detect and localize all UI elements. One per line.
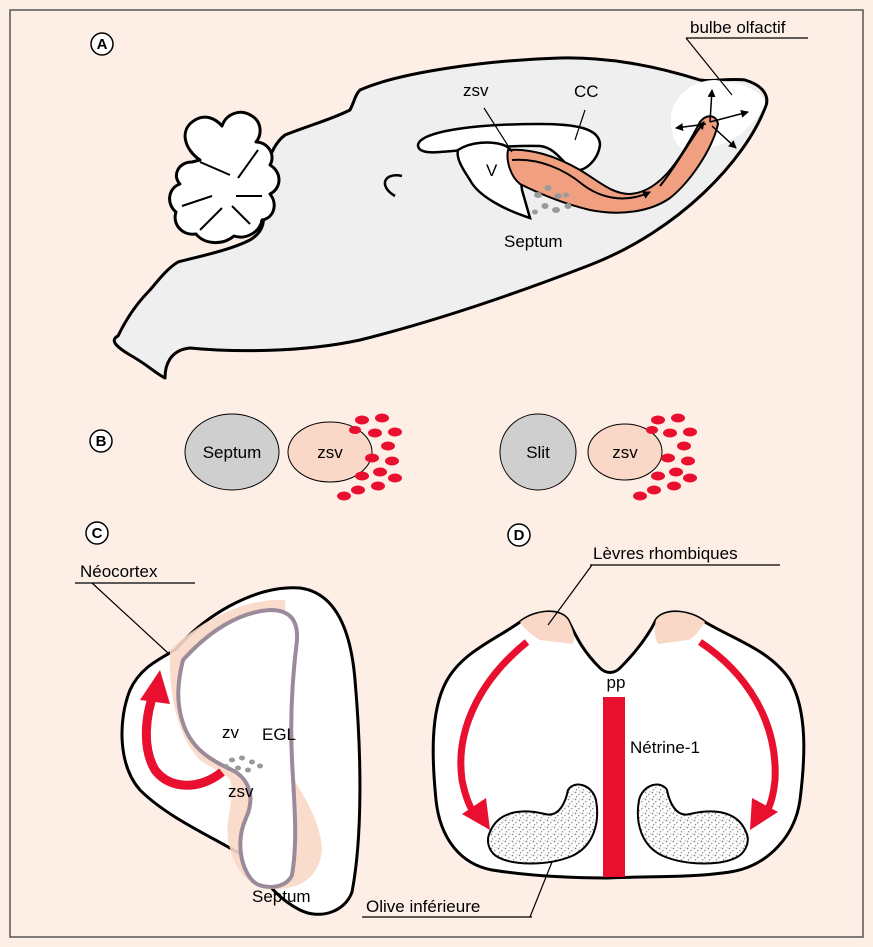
label-slit: Slit: [526, 443, 550, 462]
panel-d-letter: D: [514, 527, 525, 544]
label-zsv-a: zsv: [463, 81, 489, 100]
netrin-floor-plate: [603, 697, 625, 877]
label-egl: EGL: [262, 725, 296, 744]
label-septum-a: Septum: [504, 232, 563, 251]
label-cc: CC: [574, 82, 599, 101]
label-pp: pp: [607, 673, 626, 692]
label-levres-rhombiques: Lèvres rhombiques: [593, 544, 738, 563]
label-septum-b: Septum: [203, 443, 262, 462]
label-neocortex: Néocortex: [80, 562, 158, 581]
panel-c-letter-badge: C: [86, 522, 108, 544]
panel-b-letter: B: [96, 433, 107, 450]
label-zv: zv: [222, 723, 240, 742]
label-netrine: Nétrine-1: [630, 738, 700, 757]
label-bulbe-olfactif: bulbe olfactif: [690, 18, 786, 37]
label-olive-inferieure: Olive inférieure: [366, 897, 480, 916]
label-zsv-b-right: zsv: [612, 443, 638, 462]
panel-a-letter-badge: A: [91, 33, 113, 55]
panel-c-letter: C: [92, 525, 103, 542]
label-zsv-b-left: zsv: [317, 443, 343, 462]
label-septum-c: Septum: [252, 887, 311, 906]
panel-b-letter-badge: B: [90, 430, 112, 452]
panel-a-letter: A: [97, 36, 108, 53]
label-zsv-c: zsv: [228, 782, 254, 801]
label-v: V: [486, 161, 498, 180]
panel-d-letter-badge: D: [508, 524, 530, 546]
